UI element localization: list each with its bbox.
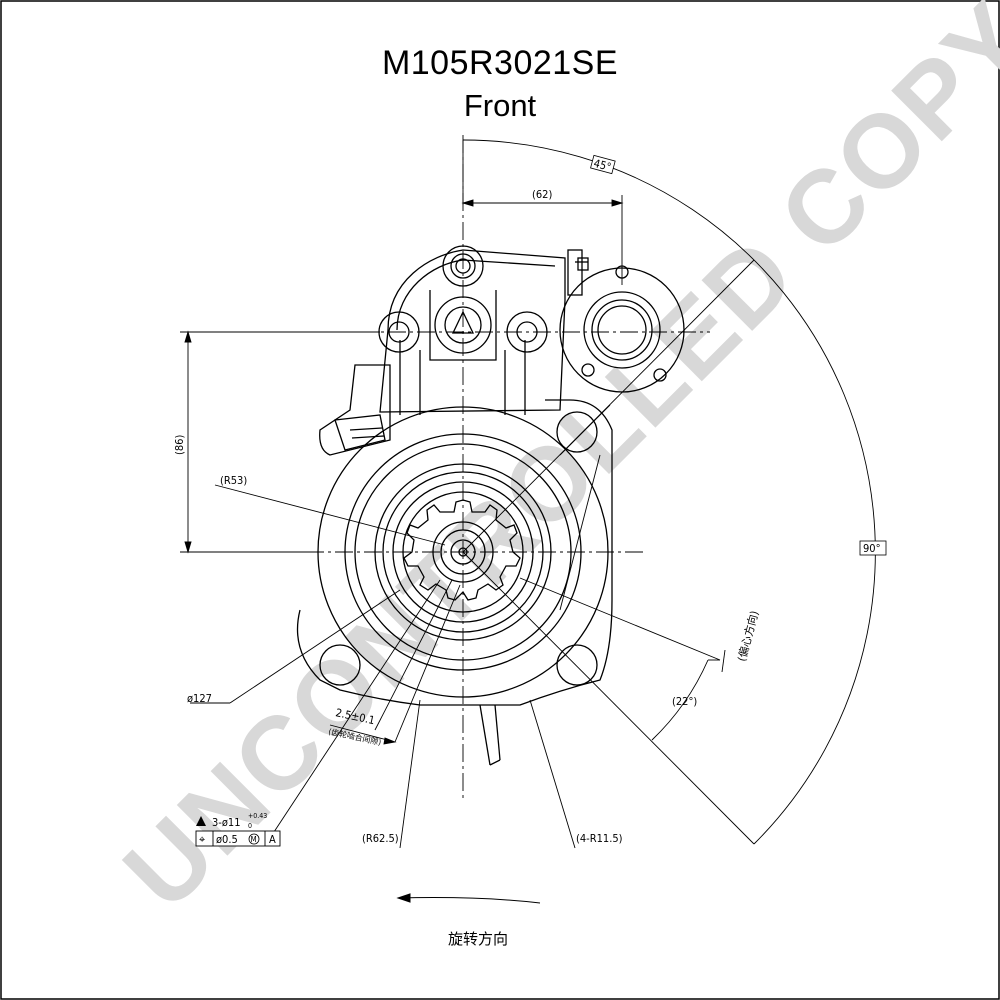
fcf-position-symbol: ⌖ — [199, 833, 205, 846]
fcf-datum: A — [269, 833, 276, 846]
mounting-flange — [296, 399, 613, 766]
starter-drawing — [180, 135, 876, 904]
feature-control-frame: ⌖ ø0.5 M A — [195, 830, 281, 847]
view-title: Front — [463, 88, 537, 123]
pinion-gear — [403, 499, 521, 601]
label-holes-tol-upper: +0.43 — [248, 812, 267, 820]
leaders — [190, 454, 601, 849]
label-62: (62) — [532, 188, 552, 201]
label-holes-tol-lower: 0 — [248, 822, 252, 830]
label-r53: (R53) — [220, 474, 247, 487]
label-86: (86) — [173, 435, 186, 455]
watermark: UNCONTROLLED COPY — [102, 0, 1000, 931]
part-number-title: M105R3021SE — [381, 44, 619, 82]
fcf-modifier: M — [251, 835, 257, 844]
label-holes: 3-ø11 — [212, 816, 241, 829]
dim-62-lines — [461, 140, 624, 285]
label-r62-5: (R62.5) — [362, 832, 399, 845]
label-dia127: ø127 — [187, 692, 212, 705]
label-90: 90° — [863, 542, 881, 555]
rotation-arrow — [396, 893, 541, 904]
label-4-r11-5: (4-R11.5) — [576, 832, 623, 845]
label-45: 45° — [592, 157, 612, 174]
label-offset-direction: (偏心方向) — [734, 609, 761, 663]
angle-arc-22 — [519, 577, 726, 741]
solenoid — [378, 245, 566, 415]
callout-triangle — [196, 816, 206, 826]
side-bracket — [319, 364, 391, 456]
label-rotation-direction: 旋转方向 — [448, 930, 508, 948]
label-22: (22°) — [672, 695, 697, 708]
fcf-tolerance: ø0.5 — [216, 833, 238, 846]
dim-86-lines — [180, 330, 380, 554]
